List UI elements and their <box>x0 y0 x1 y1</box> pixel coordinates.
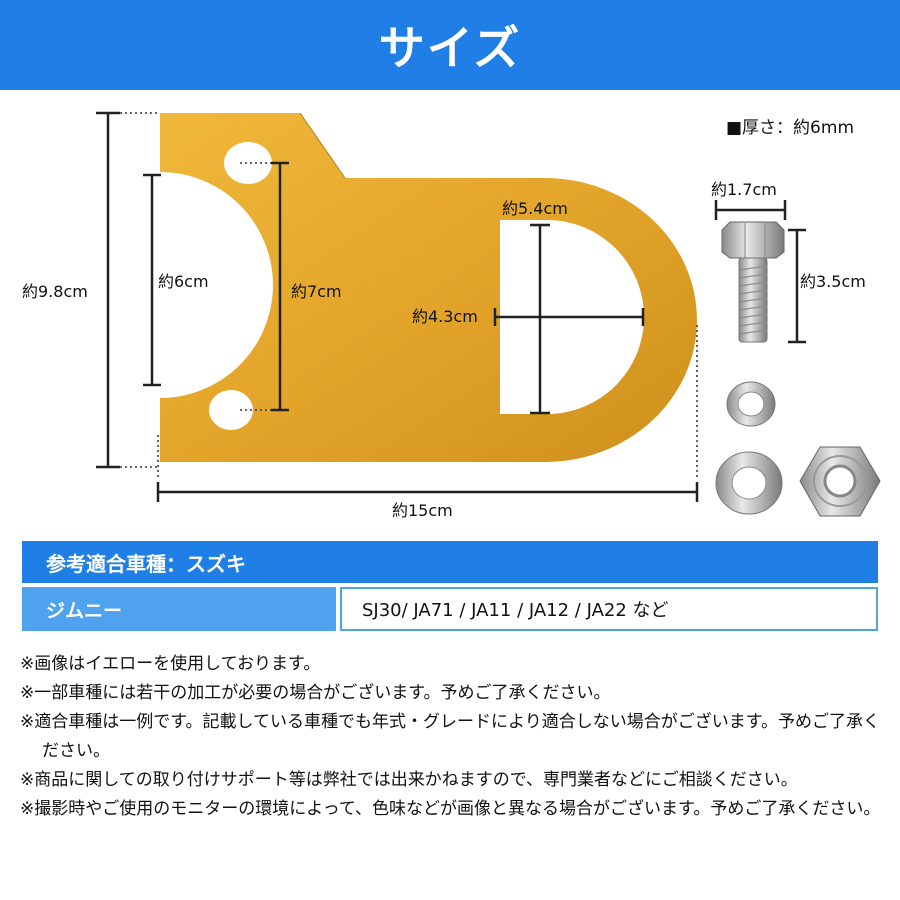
notes-list: ※画像はイエローを使用しております。 ※一部車種には若干の加工が必要の場合がござ… <box>20 650 890 824</box>
note-item: ※一部車種には若干の加工が必要の場合がございます。予めご了承ください。 <box>20 683 611 703</box>
slot-width-label: 約4.3cm <box>412 307 478 326</box>
bolt-length-label: 約3.5cm <box>800 272 866 291</box>
note-item: ※画像はイエローを使用しております。 <box>20 654 321 674</box>
arc-dimension-label: 約6cm <box>158 272 209 291</box>
compatibility-row: ジムニー SJ30/ JA71 / JA11 / JA12 / JA22 など <box>22 587 878 631</box>
height-dimension-label: 約9.8cm <box>22 282 88 302</box>
spring-washer <box>726 381 776 427</box>
slot-length-label: 約5.4cm <box>502 199 568 218</box>
note-item: ※商品に関しての取り付けサポート等は弊社では出来かねますので、専門業者などにご相… <box>20 770 798 790</box>
vehicle-name: ジムニー <box>46 599 123 622</box>
note-item: ※撮影時やご使用のモニターの環境によって、色味などが画像と異なる場合がございます… <box>20 799 881 819</box>
vehicle-models: SJ30/ JA71 / JA11 / JA12 / JA22 など <box>362 600 669 621</box>
bolt-diameter-label: 約1.7cm <box>711 180 777 200</box>
vehicle-name-cell: ジムニー <box>22 587 336 631</box>
flat-washer <box>715 451 783 515</box>
bolt <box>721 221 785 343</box>
vehicle-models-cell: SJ30/ JA71 / JA11 / JA12 / JA22 など <box>340 587 878 631</box>
compatibility-title: 参考適合車種：スズキ <box>46 551 246 576</box>
note-item: ※適合車種は一例です。記載している車種でも年式・グレードにより適合しない場合がご… <box>20 712 880 761</box>
product-drawing <box>96 111 881 517</box>
tow-hook-plate <box>160 113 697 462</box>
thickness-label: ■厚さ：約6mm <box>726 118 854 138</box>
hole-spacing-label: 約7cm <box>291 282 342 301</box>
page-title: サイズ <box>378 21 522 75</box>
compatibility-header: 参考適合車種：スズキ <box>22 541 878 583</box>
title-banner: サイズ <box>0 0 900 90</box>
hex-nut <box>799 446 881 517</box>
width-dimension-label: 約15cm <box>392 501 453 521</box>
